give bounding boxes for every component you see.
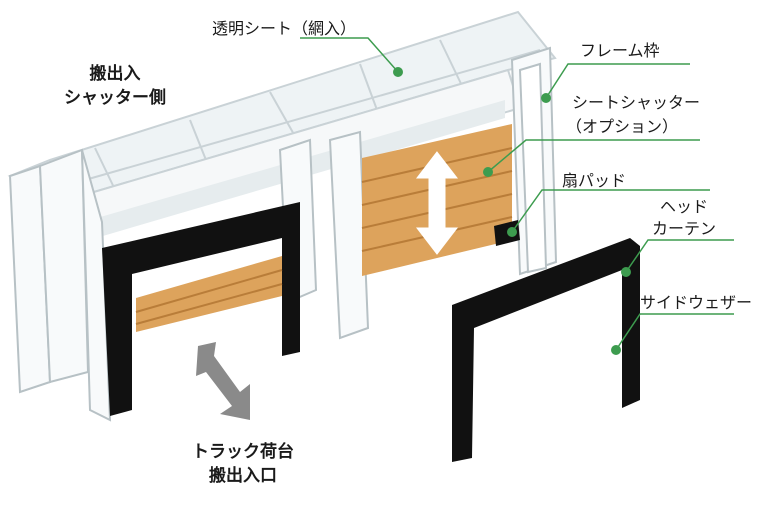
leader-lines <box>300 37 734 351</box>
truck-arrow <box>196 342 250 420</box>
label-frame: フレーム枠 <box>580 41 660 60</box>
label-shutter-side-1: 搬出入 <box>89 64 141 84</box>
label-fan-pad: 扇パッド <box>562 171 627 190</box>
label-sheet-shutter-option: （オプション） <box>566 117 679 136</box>
left-dock-pad <box>102 202 300 416</box>
vertical-arrow <box>415 151 459 255</box>
label-truck-bed: トラック荷台 <box>192 442 294 462</box>
label-loading-entrance: 搬出入口 <box>209 466 277 486</box>
label-shutter-side-2: シャッター側 <box>64 88 166 108</box>
pad-frame-right <box>452 238 640 462</box>
label-sheet-shutter: シートシャッター <box>572 93 701 112</box>
label-transparent-sheet: 透明シート（網入） <box>212 19 357 38</box>
label-side-weather: サイドウェザー <box>640 293 753 312</box>
label-head-curtain-2: カーテン <box>652 219 717 238</box>
fan-pad-block <box>494 220 520 246</box>
leader-dots <box>393 67 631 355</box>
label-head-curtain-1: ヘッド <box>660 197 709 216</box>
